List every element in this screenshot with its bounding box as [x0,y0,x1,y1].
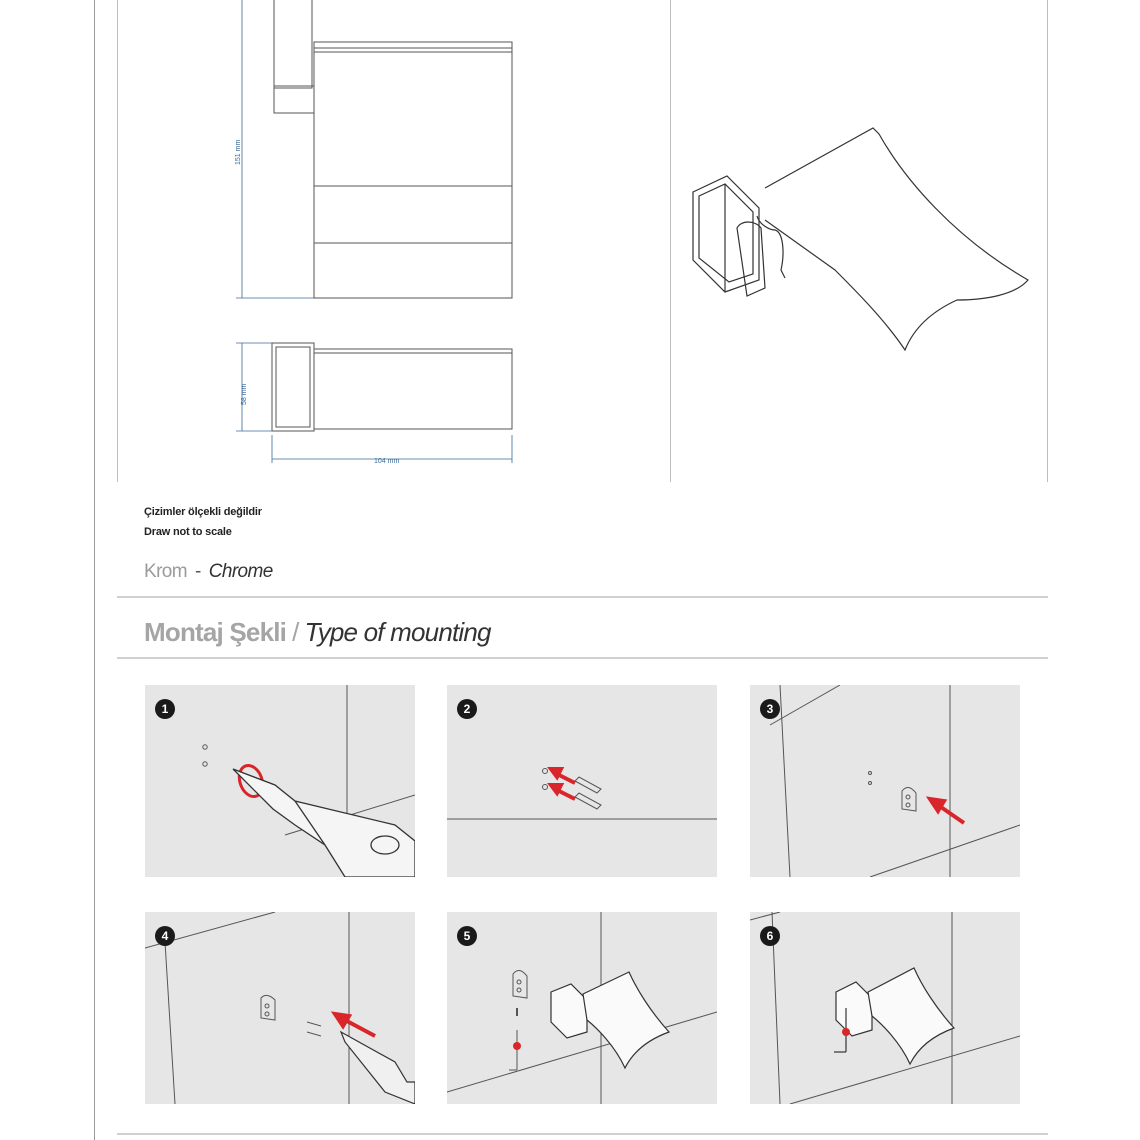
holder-attach-icon [447,912,717,1104]
drill-icon [202,685,415,877]
height-dimension: 151 mm [235,140,242,165]
hex-key-icon [750,912,1020,1104]
depth-dimension: 58 mm [241,383,248,405]
mounting-title-tr: Montaj Şekli [144,617,287,647]
mounting-step-2: 2 [447,685,717,877]
drawing-left-border [117,0,118,482]
mounting-step-4: 4 [145,912,415,1104]
section-divider-top [117,596,1048,598]
mounting-step-1: 1 [145,685,415,877]
drawing-right-border [1047,0,1048,482]
step-number: 5 [457,926,477,946]
section-divider-mid [117,657,1048,659]
finish-label: Krom-Chrome [144,561,273,583]
mounting-step-5: 5 [447,912,717,1104]
top-view-drawing: 58 mm 104 mm [236,342,513,465]
front-view-drawing: 151 mm [235,0,513,299]
step-number: 2 [457,699,477,719]
mounting-title-en: Type of mounting [304,617,492,647]
mounting-step-6: 6 [750,912,1020,1104]
wall-plug-icon [447,767,717,820]
step-number: 6 [760,926,780,946]
finish-separator: - [195,561,201,582]
scale-note-en: Draw not to scale [144,526,232,538]
step-number: 4 [155,926,175,946]
mounting-title: Montaj Şekli/Type of mounting [144,617,492,648]
step-number: 3 [760,699,780,719]
mounting-title-separator: / [292,617,299,647]
mounting-step-3: 3 [750,685,1020,877]
finish-tr: Krom [144,561,188,582]
section-divider-bottom [117,1133,1048,1135]
page-left-border [94,0,95,1140]
step-number: 1 [155,699,175,719]
bracket-icon [769,685,1020,877]
perspective-drawing [692,127,1029,352]
drawing-divider [670,0,671,482]
screwdriver-icon [145,912,415,1104]
finish-en: Chrome [208,561,274,582]
scale-note-tr: Çizimler ölçekli değildir [144,506,262,518]
width-dimension: 104 mm [374,458,399,465]
